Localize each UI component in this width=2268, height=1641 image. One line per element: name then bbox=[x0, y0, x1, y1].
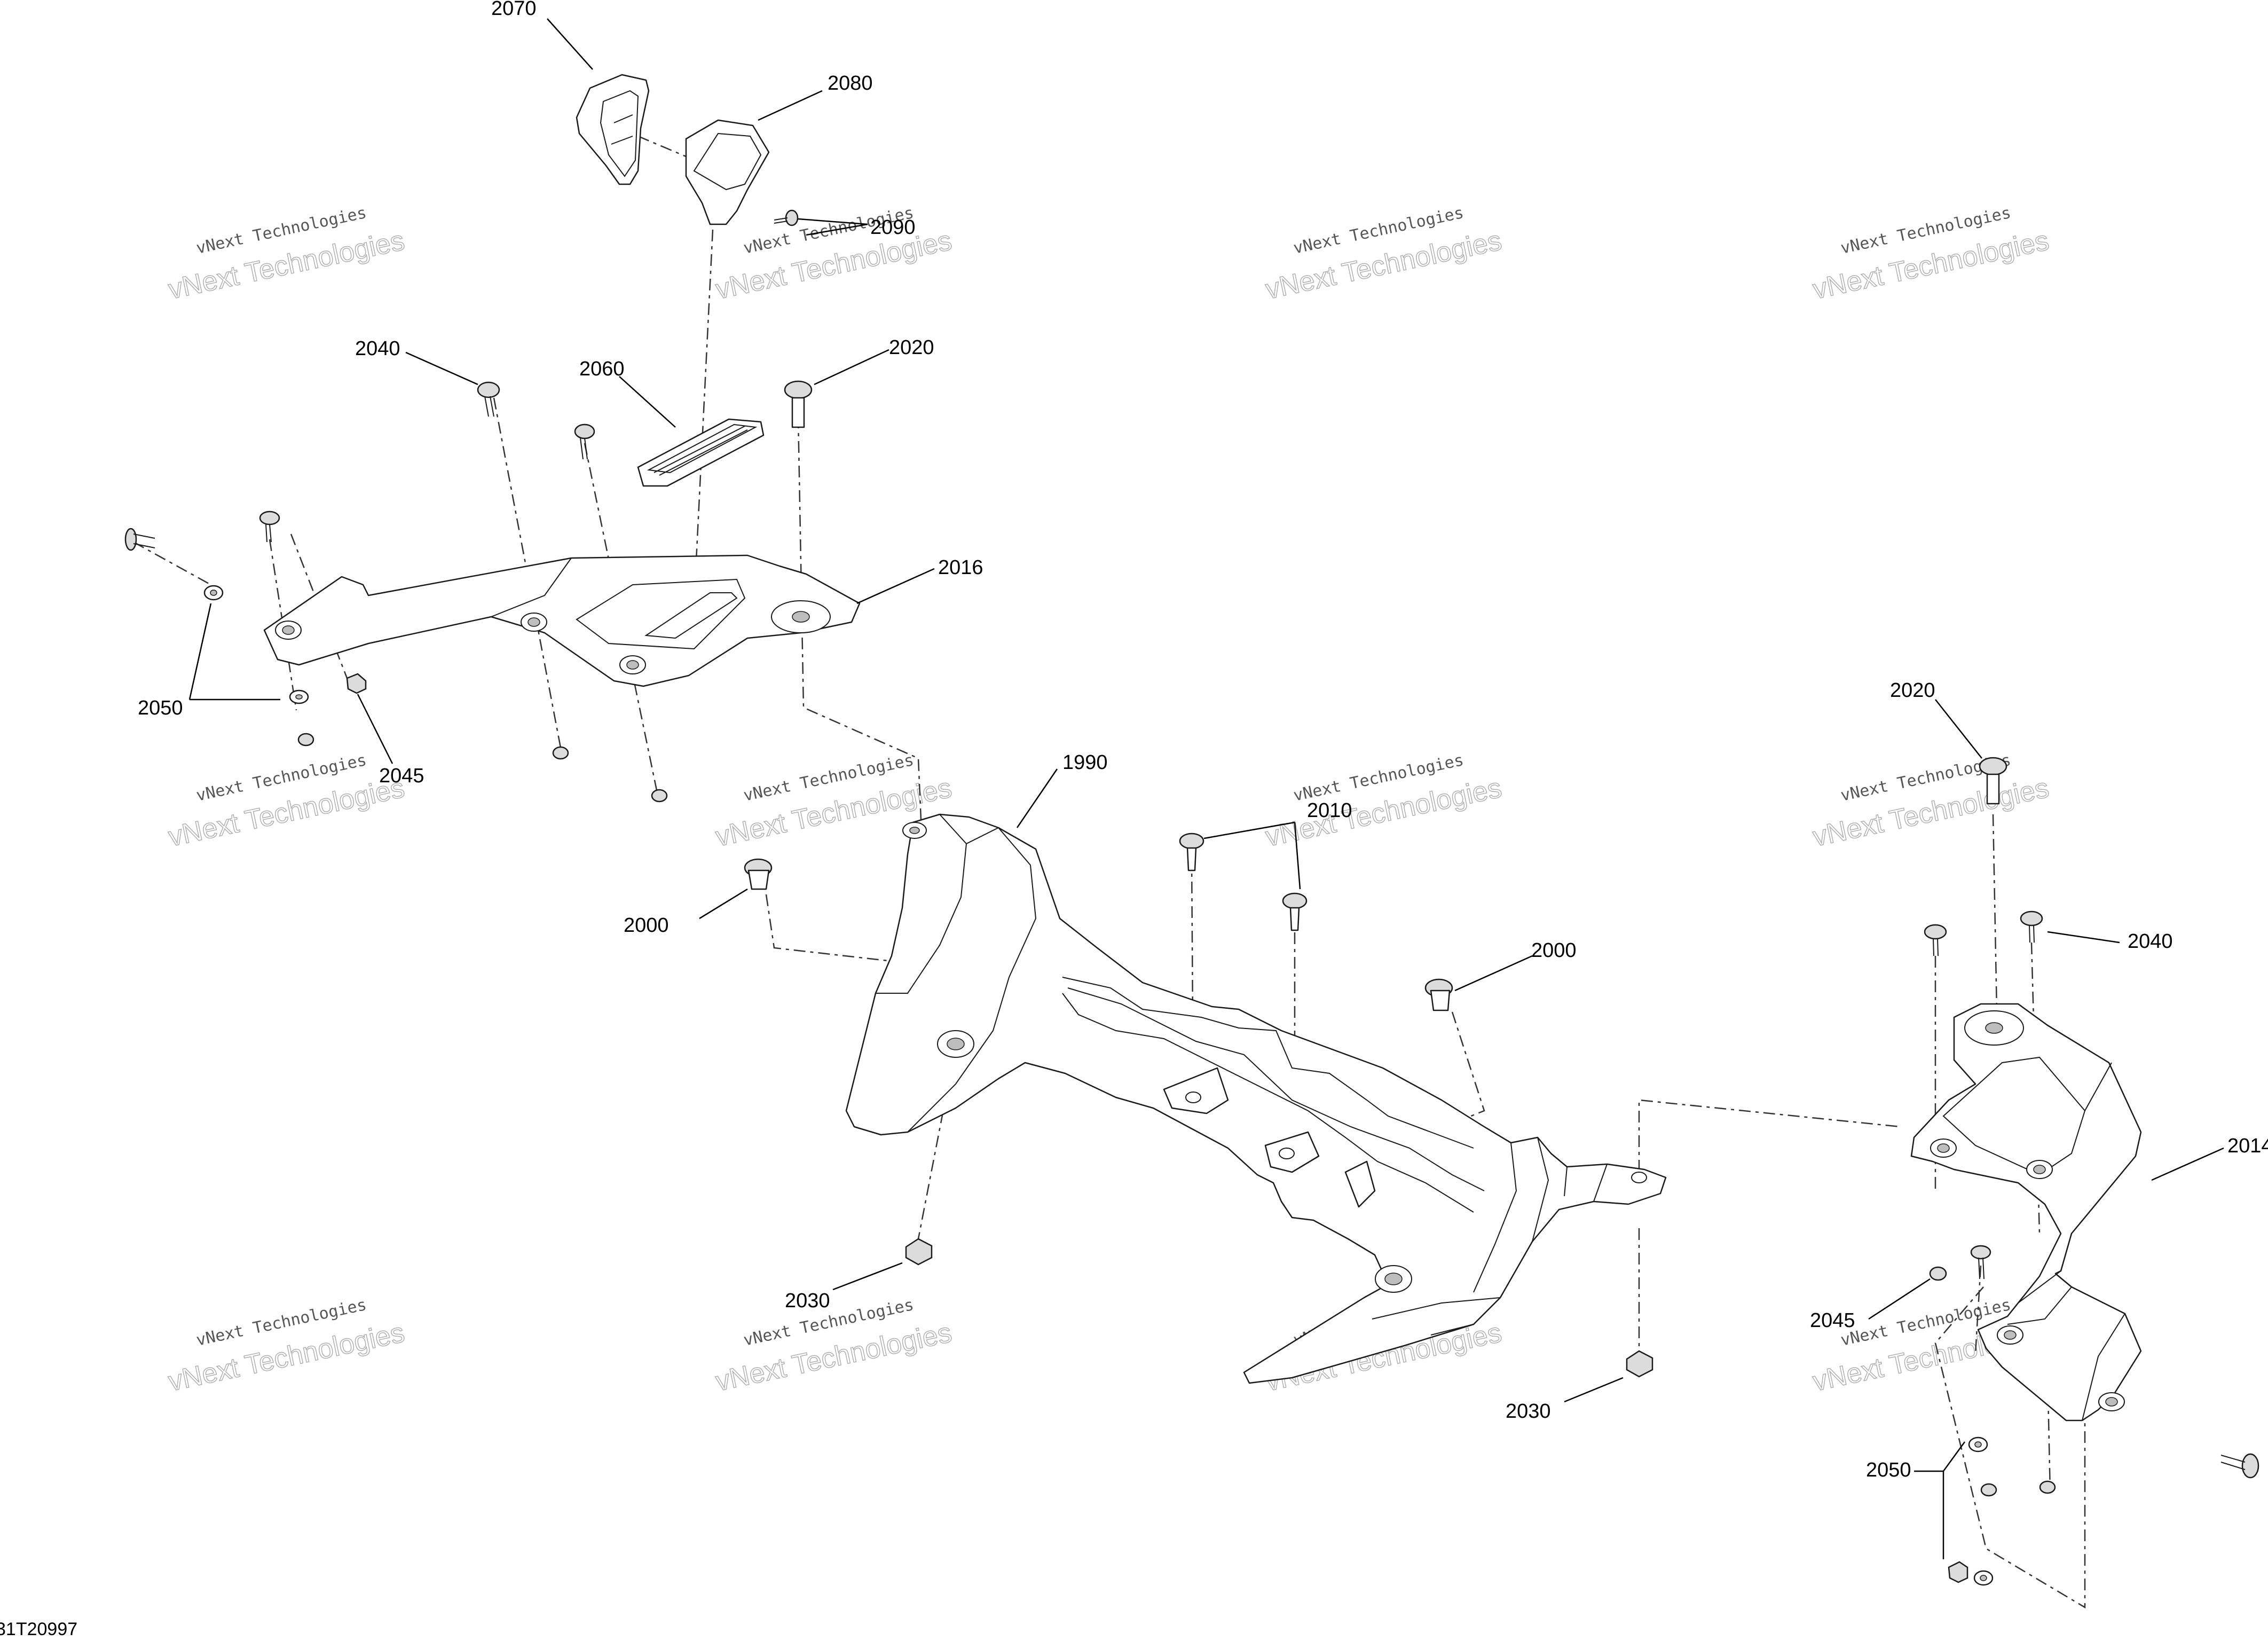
watermark: vNext Technologies vNext Technologies bbox=[166, 1295, 408, 1397]
part-2050-washer bbox=[289, 689, 309, 704]
part-2050-washer bbox=[1968, 1436, 1988, 1452]
document-id: 31T20997 bbox=[0, 1619, 77, 1639]
part-screw bbox=[259, 511, 280, 543]
part-2045-nut bbox=[1929, 1266, 1947, 1281]
callout-label: 2090 bbox=[870, 216, 916, 239]
callout-label: 2020 bbox=[889, 336, 934, 359]
part-2000-clip bbox=[1424, 978, 1453, 1011]
part-2040-screw bbox=[2020, 910, 2043, 943]
part-2030-nut bbox=[905, 1238, 933, 1266]
callout-label: 2080 bbox=[828, 72, 873, 95]
part-2060-pad bbox=[637, 418, 765, 487]
assembly-line bbox=[1974, 1265, 1982, 1354]
part-2070-cover bbox=[576, 74, 650, 185]
part-screw bbox=[1924, 924, 1947, 956]
part-nut bbox=[2039, 1480, 2056, 1494]
part-2014-bracket bbox=[1910, 1003, 2142, 1422]
part-2020-bolt bbox=[1979, 757, 2007, 805]
watermark-layer: vNext Technologies vNext Technologies vN… bbox=[166, 203, 2052, 1397]
part-2010-screw bbox=[1282, 892, 1308, 931]
assembly-line bbox=[765, 894, 957, 1239]
part-2016-bracket bbox=[263, 554, 861, 687]
watermark: vNext Technologies vNext Technologies bbox=[713, 203, 955, 305]
part-2090-screw bbox=[774, 209, 799, 226]
assembly-line bbox=[693, 229, 714, 604]
part-2010-screw bbox=[1179, 833, 1204, 871]
callout-label: 2045 bbox=[1810, 1309, 1855, 1332]
leader-lines bbox=[188, 18, 2224, 1559]
watermark: vNext Technologies vNext Technologies bbox=[166, 203, 408, 305]
watermark: vNext Technologies vNext Technologies bbox=[1263, 203, 1505, 305]
watermark: vNext Technologies vNext Technologies bbox=[166, 751, 408, 853]
callout-label: 2014 bbox=[2227, 1135, 2268, 1157]
assembly-line bbox=[2046, 1369, 2051, 1493]
part-nut bbox=[552, 746, 569, 760]
callout-label: 2010 bbox=[1307, 799, 1352, 822]
assembly-line bbox=[269, 539, 297, 711]
part-2000-clip bbox=[744, 858, 773, 890]
part-2080-cover bbox=[685, 119, 770, 225]
assembly-line bbox=[133, 541, 211, 586]
part-2045-nut bbox=[346, 673, 367, 694]
callout-label: 2060 bbox=[579, 358, 625, 380]
watermark: vNext Technologies vNext Technologies bbox=[1810, 751, 2052, 853]
part-2040-screw bbox=[477, 381, 500, 417]
part-2050-bolt bbox=[2220, 1453, 2259, 1479]
callout-label: 2000 bbox=[1531, 939, 1577, 962]
callout-label: 2040 bbox=[2128, 930, 2173, 953]
part-2020-bolt bbox=[784, 380, 813, 428]
callout-label: 2050 bbox=[1866, 1459, 1911, 1481]
assembly-line bbox=[1638, 1099, 1901, 1196]
callout-label: 2016 bbox=[938, 556, 983, 579]
callout-label: 2070 bbox=[491, 0, 537, 20]
part-nut bbox=[1980, 1483, 1997, 1497]
callout-label: 2030 bbox=[785, 1290, 830, 1312]
part-1990-frame bbox=[845, 813, 1667, 1384]
assembly-line bbox=[1992, 814, 1998, 1012]
part-2050-washer bbox=[1973, 1570, 1994, 1586]
callout-label: 2020 bbox=[1890, 679, 1935, 702]
part-2050-washer bbox=[203, 585, 224, 601]
watermark: vNext Technologies vNext Technologies bbox=[1810, 203, 2052, 305]
callout-label: 2050 bbox=[138, 697, 183, 719]
callout-label: 2045 bbox=[379, 765, 424, 787]
part-2030-nut bbox=[1626, 1350, 1653, 1378]
callout-label: 2000 bbox=[624, 914, 669, 937]
assembly-line bbox=[797, 416, 922, 820]
part-nut bbox=[651, 789, 668, 803]
part-screw bbox=[1970, 1245, 1991, 1279]
callout-label: 2030 bbox=[1506, 1400, 1551, 1423]
callout-label: 2040 bbox=[355, 337, 400, 360]
part-2050-nut bbox=[1948, 1561, 1968, 1583]
assembly-lines bbox=[133, 135, 2086, 1609]
assembly-line bbox=[1934, 1286, 2086, 1609]
watermark: vNext Technologies vNext Technologies bbox=[1263, 751, 1505, 853]
part-screw bbox=[574, 423, 595, 460]
watermark: vNext Technologies vNext Technologies bbox=[713, 1295, 955, 1397]
callout-label: 1990 bbox=[1062, 751, 1108, 774]
part-nut bbox=[297, 733, 314, 747]
callout-labels: 2070 2080 2090 2040 2060 2020 2016 2050 … bbox=[138, 0, 2268, 1481]
part-2050-bolt bbox=[124, 528, 155, 551]
